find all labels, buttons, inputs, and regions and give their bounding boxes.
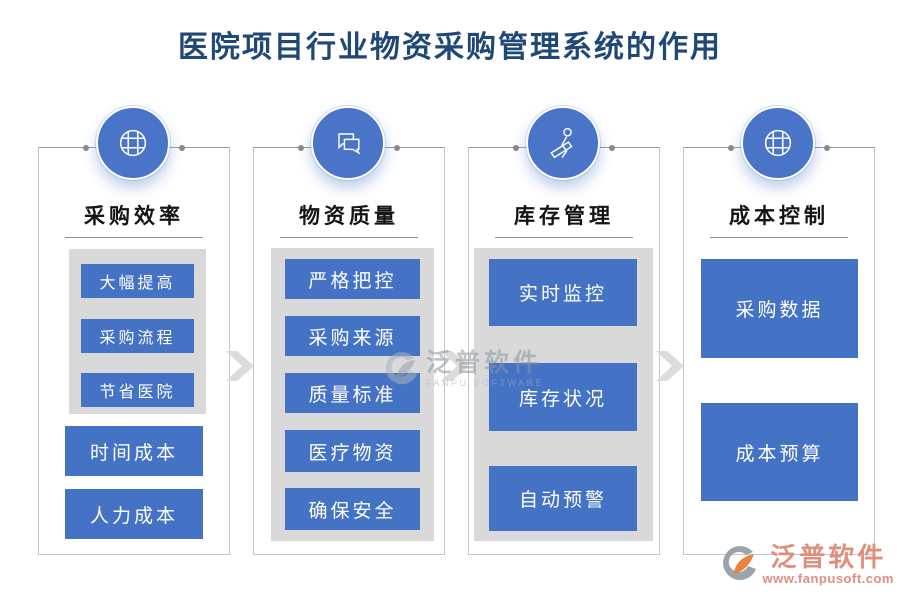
column-title: 采购效率 <box>84 204 184 228</box>
logo-name: 泛普软件 <box>770 542 887 572</box>
fanpu-logo-icon <box>723 546 757 581</box>
group-background: 严格把控 采购来源 质量标准 医疗物资 确保安全 <box>271 248 434 541</box>
column-material-quality: 物资质量 严格把控 采购来源 质量标准 医疗物资 确保安全 <box>253 106 445 555</box>
column-procurement-efficiency: 采购效率 大幅提高 采购流程 节省医院 时间成本 人力成本 <box>38 106 230 555</box>
divider <box>65 237 203 238</box>
item-box: 质量标准 <box>285 373 420 413</box>
group-background: 大幅提高 采购流程 节省医院 <box>69 249 206 414</box>
column-inventory-management: 库存管理 实时监控 库存状况 自动预警 <box>468 106 660 555</box>
item-box: 采购数据 <box>701 259 858 358</box>
column-cost-control: 成本控制 采购数据 成本预算 <box>683 106 875 555</box>
divider <box>280 237 418 238</box>
fanpusoft-logo: 泛普软件 www.fanpusoft.com <box>720 542 894 587</box>
globe-icon <box>741 106 815 180</box>
item-box: 采购流程 <box>81 319 194 353</box>
arrow-right-icon <box>226 351 254 386</box>
connector-dot <box>513 144 519 151</box>
item-box: 人力成本 <box>65 489 203 539</box>
item-box: 库存状况 <box>489 363 637 431</box>
item-box: 自动预警 <box>489 466 637 531</box>
column-title: 成本控制 <box>729 204 829 228</box>
item-box: 时间成本 <box>65 426 203 476</box>
connector-dot <box>728 144 734 151</box>
item-box: 节省医院 <box>81 373 194 407</box>
item-box: 严格把控 <box>285 259 420 299</box>
person-trolley-icon <box>526 106 600 180</box>
item-box: 采购来源 <box>285 316 420 356</box>
item-box: 大幅提高 <box>81 264 194 298</box>
arrow-right-icon <box>441 351 469 386</box>
divider <box>495 237 633 238</box>
connector-dot <box>83 144 89 151</box>
item-box: 实时监控 <box>489 259 637 326</box>
group-background: 实时监控 库存状况 自动预警 <box>474 248 653 541</box>
globe-icon <box>96 106 170 180</box>
column-title: 库存管理 <box>514 204 614 228</box>
arrow-right-icon <box>656 351 684 386</box>
column-title: 物资质量 <box>299 204 399 228</box>
divider <box>710 237 848 238</box>
item-box: 医疗物资 <box>285 430 420 472</box>
logo-url: www.fanpusoft.com <box>762 571 894 587</box>
item-box: 成本预算 <box>701 403 858 501</box>
item-box: 确保安全 <box>285 488 420 530</box>
connector-dot <box>298 144 304 151</box>
connector-dot <box>609 144 615 151</box>
connector-dot <box>394 144 400 151</box>
page-title: 医院项目行业物资采购管理系统的作用 <box>178 31 722 64</box>
chat-bubbles-icon <box>311 106 385 180</box>
connector-dot <box>179 144 185 151</box>
connector-dot <box>824 144 830 151</box>
